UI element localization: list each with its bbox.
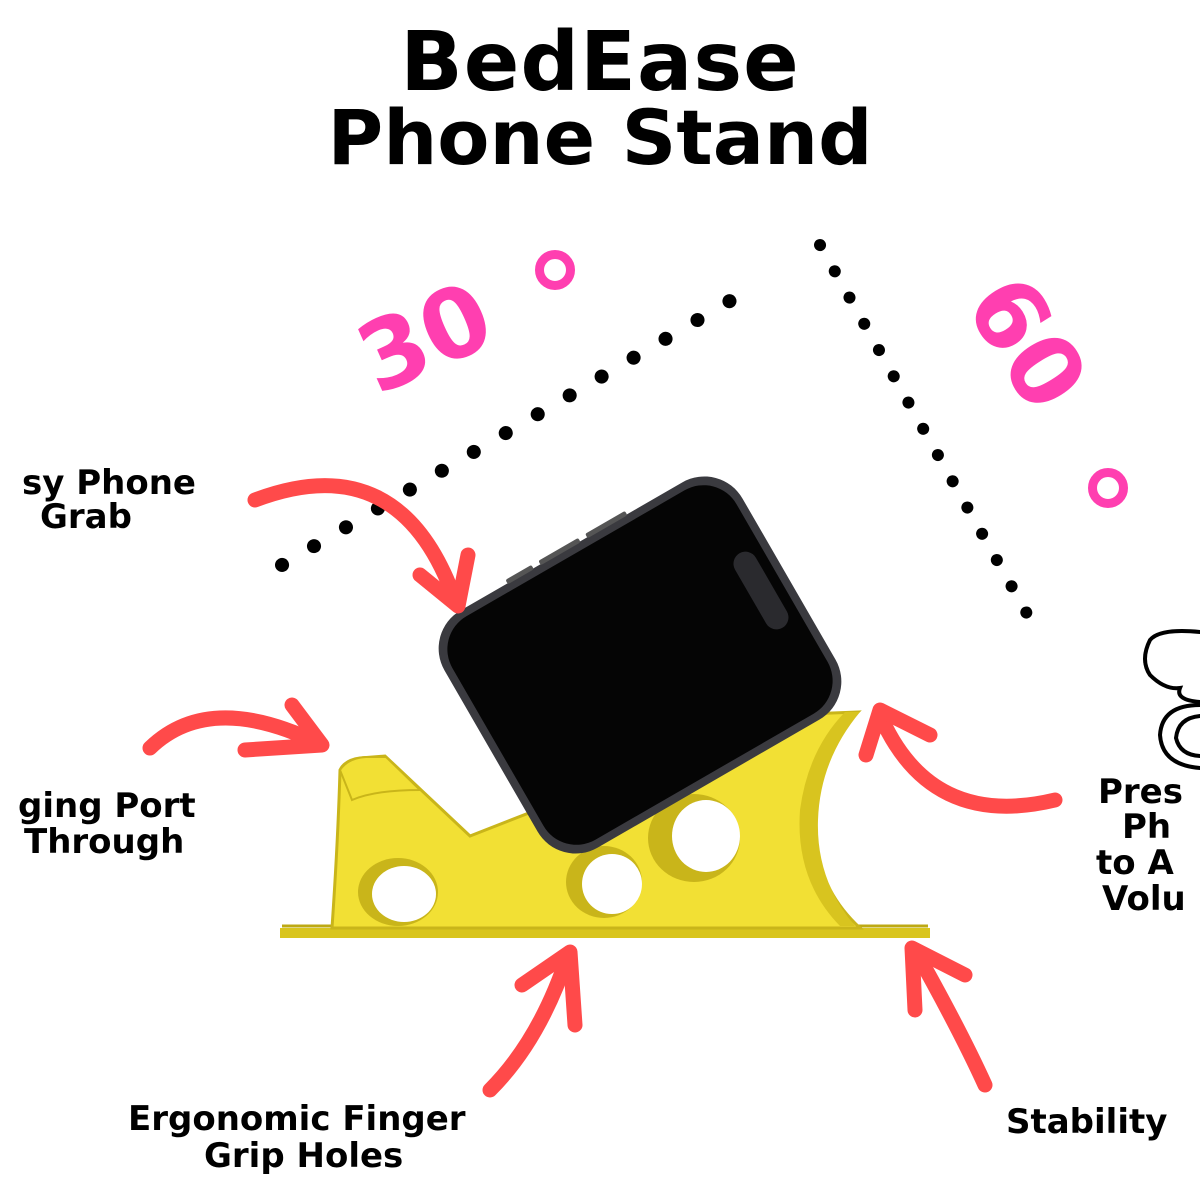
title-line-2: Phone Stand xyxy=(327,93,873,182)
finger-grip-holes xyxy=(358,794,740,926)
label-grab-line-1: sy Phone xyxy=(22,463,196,503)
label-port-line-2: Through xyxy=(24,822,185,862)
arrows xyxy=(142,478,1063,1098)
label-press-line-2: Ph xyxy=(1122,807,1172,847)
angle-30-guide-line xyxy=(275,285,752,572)
phone xyxy=(438,476,842,854)
label-stability: Stability xyxy=(1006,1102,1168,1142)
hand-illustration xyxy=(1143,629,1200,770)
label-grab-line-2: Grab xyxy=(40,497,132,537)
label-port-line-1: ging Port xyxy=(18,786,196,826)
title-line-1: BedEase xyxy=(400,15,800,110)
label-finger-line-1: Ergonomic Finger xyxy=(128,1099,466,1139)
angle-30-degree-icon xyxy=(535,250,575,290)
angle-60-guide-line xyxy=(814,239,1041,634)
angle-60-degree-icon xyxy=(1088,468,1128,508)
stand-base-plate xyxy=(280,928,930,938)
label-press-line-3: to A xyxy=(1096,843,1174,883)
label-finger-line-2: Grip Holes xyxy=(204,1136,404,1176)
label-press-line-1: Pres xyxy=(1098,772,1183,812)
label-press-line-4: Volu xyxy=(1102,879,1186,919)
